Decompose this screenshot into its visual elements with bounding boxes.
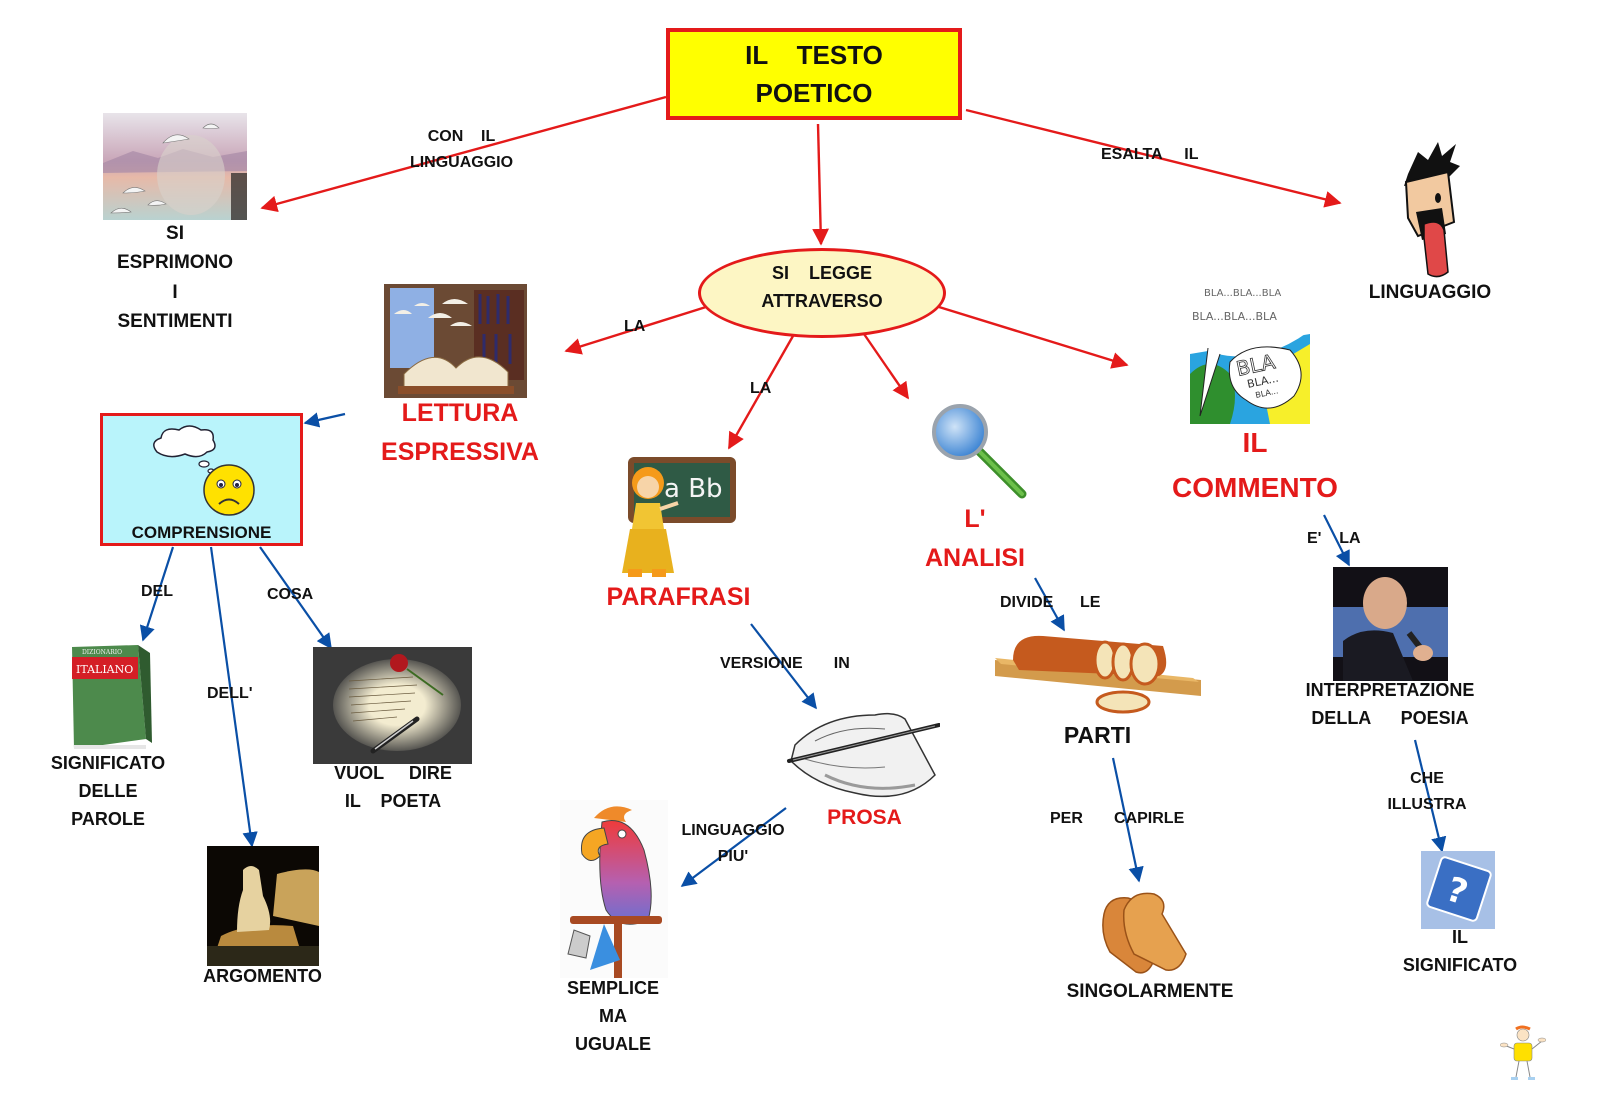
- edge-hub-to-commento: [938, 305, 1129, 369]
- edge-hub-to-lettura: [564, 305, 707, 355]
- stick-figure-mascot: [1500, 1025, 1546, 1083]
- dictionary-title-2: ITALIANO: [76, 663, 133, 676]
- blackboard-text: a Bb: [664, 474, 723, 504]
- root-title-line2: POETICO: [755, 78, 873, 108]
- node-interpretazione-della-poesia[interactable]: INTERPRETAZIONE DELLA POESIA: [1305, 680, 1475, 728]
- edge-interpretazione-to-significato: [1413, 739, 1447, 853]
- edge-label-del: DEL: [141, 583, 173, 600]
- magnifying-glass-image: [930, 402, 1028, 502]
- teacher-blackboard-image: a Bb: [616, 455, 738, 578]
- edge-label-versione-in: VERSIONE IN: [720, 655, 850, 672]
- node-parti[interactable]: PARTI: [1063, 722, 1132, 748]
- edge-prosa-to-semplice: [680, 807, 787, 887]
- edge-label-dell: DELL': [207, 685, 253, 702]
- edge-label-la-lettura: LA: [624, 318, 646, 335]
- edge-label-con-il-linguaggio: CON IL LINGUAGGIO: [409, 128, 514, 171]
- edge-root-to-sentimenti: [260, 95, 667, 213]
- edge-hub-to-analisi: [863, 333, 909, 400]
- speaker-microphone-image: [1333, 567, 1448, 681]
- hub-text-line1: SI LEGGE: [771, 263, 873, 283]
- bla-line-1: BLA...BLA...BLA: [1204, 288, 1281, 299]
- node-il-commento[interactable]: IL COMMENTO: [1172, 427, 1338, 503]
- person-by-water-image: [207, 846, 319, 966]
- seagulls-face-image: [103, 113, 247, 220]
- node-vuol-dire-il-poeta[interactable]: VUOL DIRE IL POETA: [334, 763, 452, 811]
- node-il-significato[interactable]: IL SIGNIFICATO: [1402, 927, 1518, 975]
- flying-book-image: [384, 284, 527, 398]
- edge-label-la-parafrasi: LA: [750, 380, 772, 397]
- edge-label-linguaggio-piu: LINGUAGGIO PIU': [681, 822, 785, 865]
- edge-label-divide-le: DIVIDE LE: [1000, 594, 1101, 611]
- dictionary-title-1: DIZIONARIO: [82, 649, 122, 656]
- edge-comprensione-to-dizionario: [139, 546, 175, 642]
- node-prosa[interactable]: PROSA: [827, 806, 902, 829]
- parrot-image: [560, 800, 668, 978]
- node-parafrasi[interactable]: PARAFRASI: [606, 583, 751, 611]
- dictionary-image: DIZIONARIO ITALIANO: [64, 643, 154, 751]
- cartoon-tongue-image: [1394, 138, 1464, 280]
- root-title-line1: IL TESTO: [745, 40, 883, 70]
- hand-writing-image: [785, 705, 940, 805]
- node-argomento[interactable]: ARGOMENTO: [203, 966, 322, 986]
- letter-rose-pen-image: [313, 647, 472, 764]
- edge-analisi-to-parti: [1034, 577, 1065, 632]
- question-mark-image: ?: [1421, 851, 1495, 929]
- node-linguaggio[interactable]: LINGUAGGIO: [1368, 282, 1492, 303]
- edge-lettura-to-comprensione: [303, 412, 346, 428]
- node-lettura-espressiva[interactable]: LETTURA ESPRESSIVA: [381, 399, 539, 466]
- node-significato-delle-parole[interactable]: SIGNIFICATO DELLE PAROLE: [50, 753, 166, 829]
- rusk-slices-image: [1098, 890, 1190, 976]
- edge-root-to-hub: [812, 123, 830, 246]
- node-si-esprimono-i-sentimenti[interactable]: SI ESPRIMONO I SENTIMENTI: [116, 223, 234, 333]
- edge-label-che-illustra: CHE ILLUSTRA: [1387, 770, 1467, 813]
- edge-commento-to-interpretazione: [1323, 514, 1350, 567]
- edge-parti-to-singolarmente: [1111, 757, 1144, 883]
- edge-comprensione-to-vuol-dire: [259, 546, 332, 650]
- sliced-bread-image: [993, 630, 1201, 715]
- root-node-il-testo-poetico[interactable]: IL TESTO POETICO: [666, 28, 962, 120]
- edge-label-per-capirle: PER CAPIRLE: [1050, 810, 1185, 827]
- node-analisi[interactable]: L' ANALISI: [925, 505, 1025, 572]
- node-semplice-ma-uguale[interactable]: SEMPLICE MA UGUALE: [566, 978, 659, 1054]
- edge-comprensione-to-argomento: [209, 546, 258, 848]
- bla-line-4: BLA...: [1246, 372, 1280, 391]
- node-comprensione-label: COMPRENSIONE: [131, 523, 272, 542]
- edge-label-esalta-il: ESALTA IL: [1101, 146, 1199, 163]
- bla-line-2: BLA...BLA...BLA: [1192, 310, 1277, 323]
- edge-label-cosa: COSA: [267, 586, 314, 603]
- hub-text-line2: ATTRAVERSO: [761, 291, 883, 311]
- edge-parafrasi-to-prosa: [750, 623, 817, 710]
- edge-hub-to-parafrasi: [727, 335, 795, 450]
- node-comprensione-box[interactable]: COMPRENSIONE: [100, 413, 303, 546]
- edge-root-to-linguaggio: [965, 108, 1342, 208]
- thinking-sad-face-image: [153, 425, 255, 516]
- bla-bla-bubbles-image: BLA...BLA...BLA BLA...BLA...BLA BLA BLA.…: [1190, 284, 1310, 424]
- edge-label-e-la: E' LA: [1307, 530, 1361, 547]
- hub-node-si-legge-attraverso[interactable]: SI LEGGE ATTRAVERSO: [698, 248, 946, 338]
- node-singolarmente[interactable]: SINGOLARMENTE: [1066, 981, 1234, 1002]
